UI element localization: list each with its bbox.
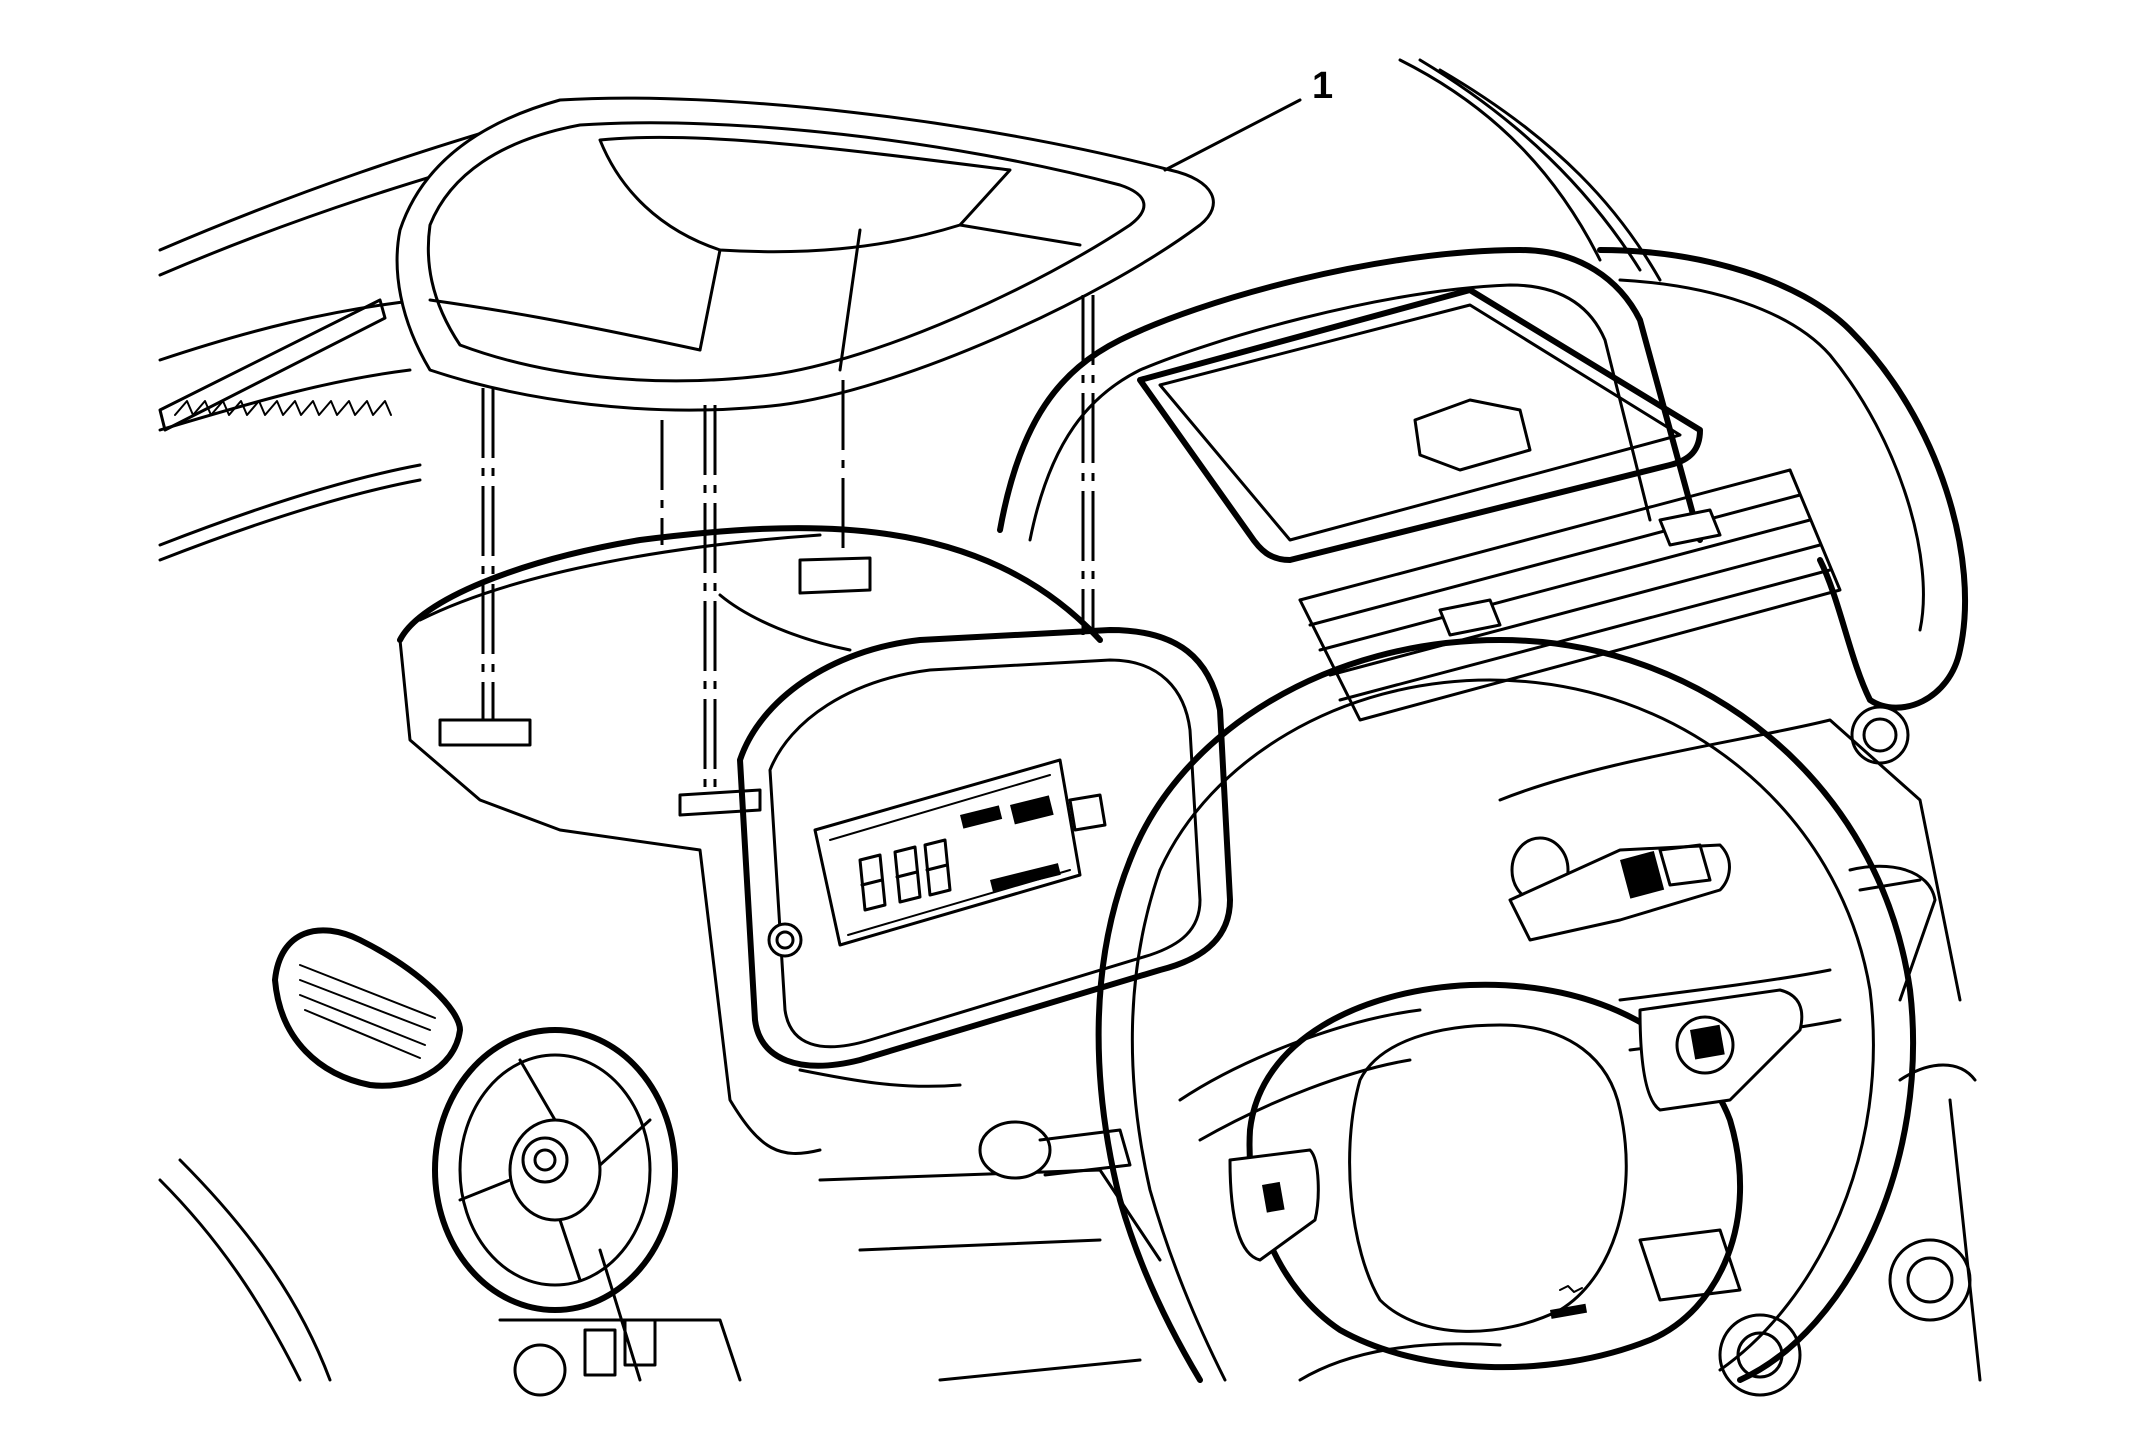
defrost-grille xyxy=(158,298,392,432)
air-vent-round xyxy=(432,1027,678,1313)
instrument-cluster xyxy=(397,525,1233,1155)
lid-latch xyxy=(1413,398,1532,472)
callout-number: 1 xyxy=(1312,65,1333,107)
speed-digits xyxy=(858,838,952,912)
right-knob xyxy=(1850,705,1910,765)
installation-guide-lines xyxy=(481,295,1095,790)
stalk-knob-left xyxy=(978,1120,1052,1180)
lower-dash-lines xyxy=(938,1063,1982,1382)
callout-1: 1 xyxy=(1163,65,1333,172)
wiper-stalk xyxy=(1508,836,1731,942)
cluster-hood-cover xyxy=(395,96,1215,412)
right-dash-panel xyxy=(997,247,1972,1397)
air-vent-left xyxy=(272,927,463,1089)
steering-wheel xyxy=(1095,637,1917,1383)
lower-console xyxy=(498,1068,1162,1397)
